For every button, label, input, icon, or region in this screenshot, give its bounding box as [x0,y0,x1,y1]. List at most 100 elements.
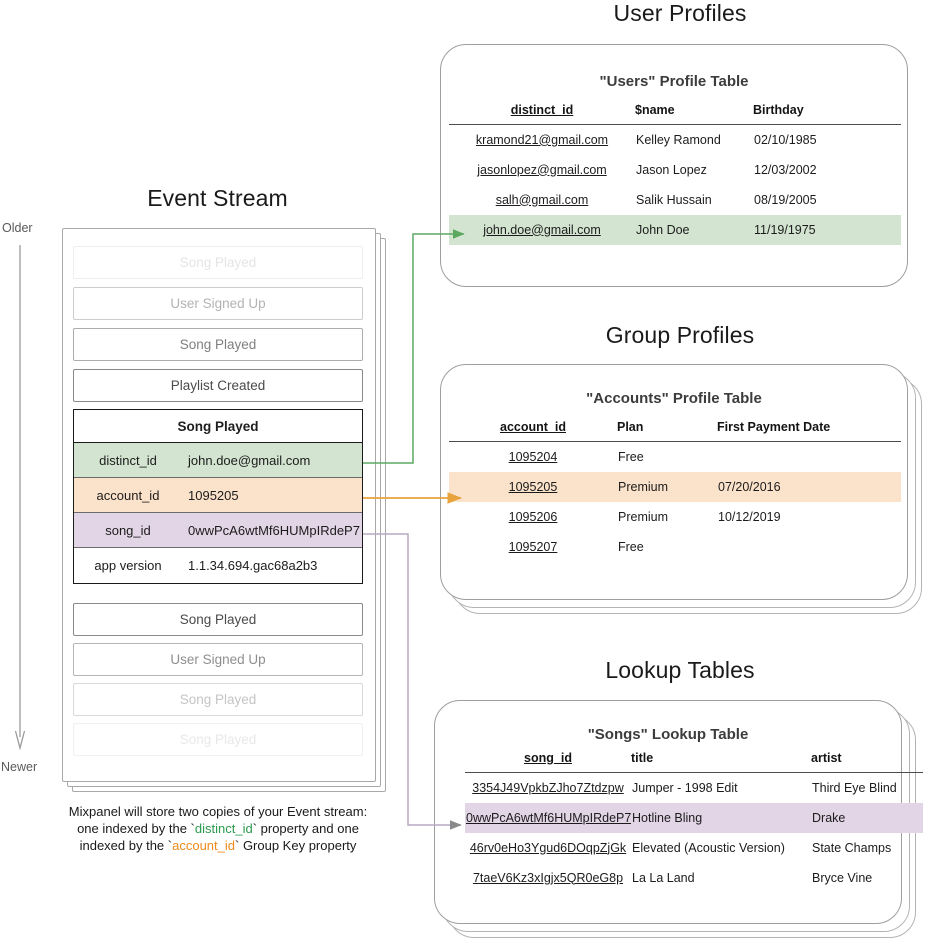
caption-account-id-token: account_id [172,838,235,853]
timeline-older-label: Older [2,221,33,235]
cell-birthday: 11/19/1975 [753,214,901,245]
property-value: john.doe@gmail.com [188,452,311,468]
cell-plan: Premium [618,509,669,524]
table-row-highlighted[interactable]: 0wwPcA6wtMf6HUMpIRdeP7 Hotline Bling Dra… [465,802,923,833]
column-header-song-id: song_id [465,751,631,773]
songs-table-title: "Songs" Lookup Table [587,726,749,743]
event-box[interactable]: User Signed Up [73,287,363,320]
cell-plan: Free [618,539,644,554]
cell-song-id: 3354J49VpkbZJho7Ztdzpw [472,780,624,795]
cell-birthday: 02/10/1985 [754,132,817,147]
property-key: distinct_id [99,452,157,468]
caption-distinct-id-token: distinct_id [194,821,253,836]
user-profiles-title: User Profiles [613,0,747,26]
cell-account-id: 1095204 [508,449,558,464]
cell-name: John Doe [635,214,753,245]
cell-distinct-id: john.doe@gmail.com [449,214,635,245]
property-value: 1.1.34.694.gac68a2b3 [188,558,318,573]
cell-title: La La Land [632,870,695,885]
cell-distinct-id: jasonlopez@gmail.com [477,162,607,177]
cell-birthday: 08/19/2005 [754,192,817,207]
event-label: Playlist Created [170,378,266,393]
caption-line-2-suffix: ` property and one [252,821,359,836]
event-box[interactable]: Song Played [73,603,363,636]
column-header-name: $name [635,103,753,125]
event-property-row-app-version[interactable]: app version 1.1.34.694.gac68a2b3 [74,548,362,583]
property-value: 0wwPcA6wtMf6HUMpIRdeP7 [188,522,360,538]
table-row[interactable]: 1095204 Free [449,442,901,472]
table-row-highlighted[interactable]: 1095205 Premium 07/20/2016 [449,471,901,502]
column-header-artist: artist [811,751,923,773]
cell-artist: Drake [811,802,923,833]
cell-name: Kelley Ramond [636,132,721,147]
cell-plan: Free [618,449,644,464]
cell-birthday: 12/03/2002 [754,162,817,177]
property-key: account_id [96,487,160,503]
event-stream-caption: Mixpanel will store two copies of your E… [28,803,408,854]
event-label: Song Played [179,732,257,747]
table-row[interactable]: jasonlopez@gmail.com Jason Lopez 12/03/2… [449,155,901,185]
event-box[interactable]: Song Played [73,723,363,756]
songs-table: song_id title artist 3354J49VpkbZJho7Ztd… [465,751,923,893]
event-box[interactable]: User Signed Up [73,643,363,676]
cell-account-id: 1095205 [449,471,617,502]
event-label: User Signed Up [170,652,266,667]
table-row[interactable]: 46rv0eHo3Ygud6DOqpZjGk Elevated (Acousti… [465,833,923,863]
selected-event-name: Song Played [74,410,362,443]
table-row[interactable]: kramond21@gmail.com Kelley Ramond 02/10/… [449,125,901,155]
column-header-plan: Plan [617,420,717,442]
users-card-wrap: "Users" Profile Table distinct_id $name … [440,44,915,287]
accounts-card-wrap: "Accounts" Profile Table account_id Plan… [440,364,922,614]
caption-line-3-prefix: indexed by the ` [79,838,173,853]
property-value: 1095205 [188,487,239,503]
event-label: Song Played [179,337,257,352]
event-label: User Signed Up [170,296,266,311]
table-row[interactable]: salh@gmail.com Salik Hussain 08/19/2005 [449,185,901,215]
table-row[interactable]: 1095207 Free [449,532,901,562]
property-key: app version [94,558,162,573]
event-box[interactable]: Song Played [73,246,363,279]
cell-first-payment-date: 07/20/2016 [717,471,901,502]
caption-line-1: Mixpanel will store two copies of your E… [68,804,368,819]
accounts-profile-card: "Accounts" Profile Table account_id Plan… [440,364,908,600]
cell-song-id: 7taeV6Kz3xIgjx5QR0eG8p [472,870,624,885]
users-table-title: "Users" Profile Table [599,73,749,90]
cell-account-id: 1095207 [508,539,558,554]
cell-account-id: 1095206 [508,509,558,524]
cell-name: Jason Lopez [636,162,707,177]
column-header-distinct-id: distinct_id [449,103,635,125]
songs-lookup-card: "Songs" Lookup Table song_id title artis… [434,700,923,924]
cell-song-id: 46rv0eHo3Ygud6DOqpZjGk [469,840,627,855]
event-label: Song Played [179,612,257,627]
cell-title: Elevated (Acoustic Version) [632,840,785,855]
songs-card-wrap: "Songs" Lookup Table song_id title artis… [434,700,924,951]
users-profile-card: "Users" Profile Table distinct_id $name … [440,44,908,287]
caption-line-2-prefix: one indexed by the ` [77,821,195,836]
table-row[interactable]: 3354J49VpkbZJho7Ztdzpw Jumper - 1998 Edi… [465,773,923,803]
event-box[interactable]: Song Played [73,328,363,361]
cell-artist: Third Eye Blind [812,780,897,795]
cell-distinct-id: kramond21@gmail.com [475,132,609,147]
timeline-newer-label: Newer [1,760,38,774]
cell-title: Hotline Bling [631,802,811,833]
accounts-table: account_id Plan First Payment Date 10952… [449,420,901,562]
property-key: song_id [105,522,151,538]
event-property-row-song-id[interactable]: song_id 0wwPcA6wtMf6HUMpIRdeP7 [74,513,362,548]
table-header-row: distinct_id $name Birthday [449,103,901,125]
cell-distinct-id: salh@gmail.com [495,192,589,207]
selected-event-card[interactable]: Song Played distinct_id john.doe@gmail.c… [73,409,363,584]
cell-artist: Bryce Vine [812,870,873,885]
event-box[interactable]: Song Played [73,683,363,716]
event-property-row-account-id[interactable]: account_id 1095205 [74,478,362,513]
event-property-row-distinct-id[interactable]: distinct_id john.doe@gmail.com [74,443,362,478]
event-box[interactable]: Playlist Created [73,369,363,402]
cell-name: Salik Hussain [636,192,712,207]
table-row[interactable]: 7taeV6Kz3xIgjx5QR0eG8p La La Land Bryce … [465,863,923,893]
cell-first-payment-date [717,442,901,472]
accounts-table-title: "Accounts" Profile Table [586,390,762,407]
table-header-row: account_id Plan First Payment Date [449,420,901,442]
table-row-highlighted[interactable]: john.doe@gmail.com John Doe 11/19/1975 [449,214,901,245]
cell-first-payment-date [717,532,901,562]
column-header-title: title [631,751,811,773]
table-row[interactable]: 1095206 Premium 10/12/2019 [449,502,901,532]
